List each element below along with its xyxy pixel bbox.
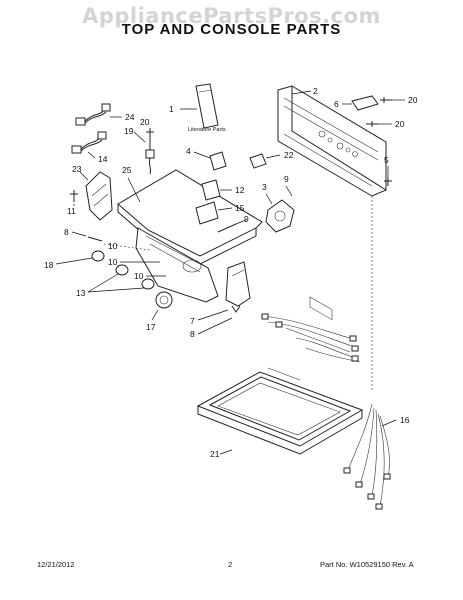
endcap-23-group: 23 11 <box>67 164 113 221</box>
endcap-7-group: 7 8 <box>190 261 251 339</box>
timer-3-group: 3 9 <box>262 174 295 233</box>
literature-parts-group: Literature Parts 1 <box>169 83 226 133</box>
callout-8b: 8 <box>190 329 195 339</box>
top-21-group: 21 <box>196 367 364 459</box>
harness-16-group: 16 <box>343 403 410 510</box>
callout-22: 22 <box>284 150 294 160</box>
callout-19: 19 <box>124 126 134 136</box>
callout-17: 17 <box>146 322 156 332</box>
screw-8-upper-group: 8 <box>64 227 103 242</box>
callout-9a: 9 <box>284 174 289 184</box>
wire-harness-14-group: 14 <box>71 131 108 164</box>
callout-25: 25 <box>122 165 132 175</box>
screw-9-upper-group: 9 <box>217 214 249 233</box>
callout-9b: 9 <box>244 214 249 224</box>
callout-3: 3 <box>262 182 267 192</box>
literature-parts-label: Literature Parts <box>188 127 226 133</box>
callout-20c: 20 <box>140 117 150 127</box>
callout-20b: 20 <box>395 119 405 129</box>
callout-12: 12 <box>235 185 245 195</box>
footer-part-number: Part No. W10529150 Rev. A <box>320 560 414 569</box>
callout-2: 2 <box>313 86 318 96</box>
console-top-25-group: 25 <box>117 165 263 303</box>
footer-page-number: 2 <box>228 560 233 569</box>
part-15-group: 15 <box>195 201 245 225</box>
part-10-group: 10 10 10 <box>103 241 166 281</box>
knob-17-group: 17 <box>146 291 173 332</box>
callout-20a: 20 <box>408 95 418 105</box>
callout-8a: 8 <box>64 227 69 237</box>
part-12-group: 12 <box>201 179 245 201</box>
callout-5: 5 <box>384 155 389 165</box>
knob-22-group: 22 <box>249 150 294 169</box>
callout-6: 6 <box>334 99 339 109</box>
console-panel-group: 2 <box>277 85 387 321</box>
callout-4: 4 <box>186 146 191 156</box>
callout-24: 24 <box>125 112 135 122</box>
callout-1: 1 <box>169 104 174 114</box>
footer-date: 12/21/2012 <box>37 560 75 569</box>
callout-10a: 10 <box>108 241 118 251</box>
screw-5-group: 5 <box>384 155 392 186</box>
part-19-group: 19 20 <box>124 117 155 175</box>
callout-18: 18 <box>44 260 54 270</box>
callout-14: 14 <box>98 154 108 164</box>
page-title: TOP AND CONSOLE PARTS <box>121 21 342 38</box>
callout-21: 21 <box>210 449 220 459</box>
callout-10b: 10 <box>108 257 118 267</box>
bracket-6-group: 6 20 20 <box>334 95 418 129</box>
callout-11: 11 <box>67 206 76 216</box>
switch-4-group: 4 <box>186 146 227 171</box>
callout-16: 16 <box>400 415 410 425</box>
wire-harness-24-group: 24 <box>75 103 135 126</box>
callout-10c: 10 <box>134 271 144 281</box>
callout-7: 7 <box>190 316 195 326</box>
callout-23: 23 <box>72 164 82 174</box>
harness-upper-group <box>261 313 361 363</box>
callout-13: 13 <box>76 288 86 298</box>
buttons-13-group: 13 <box>76 264 155 298</box>
watermark-text: AppliancePartsPros.com <box>82 4 381 28</box>
callout-15: 15 <box>235 203 245 213</box>
button-18-group: 18 <box>44 250 105 270</box>
